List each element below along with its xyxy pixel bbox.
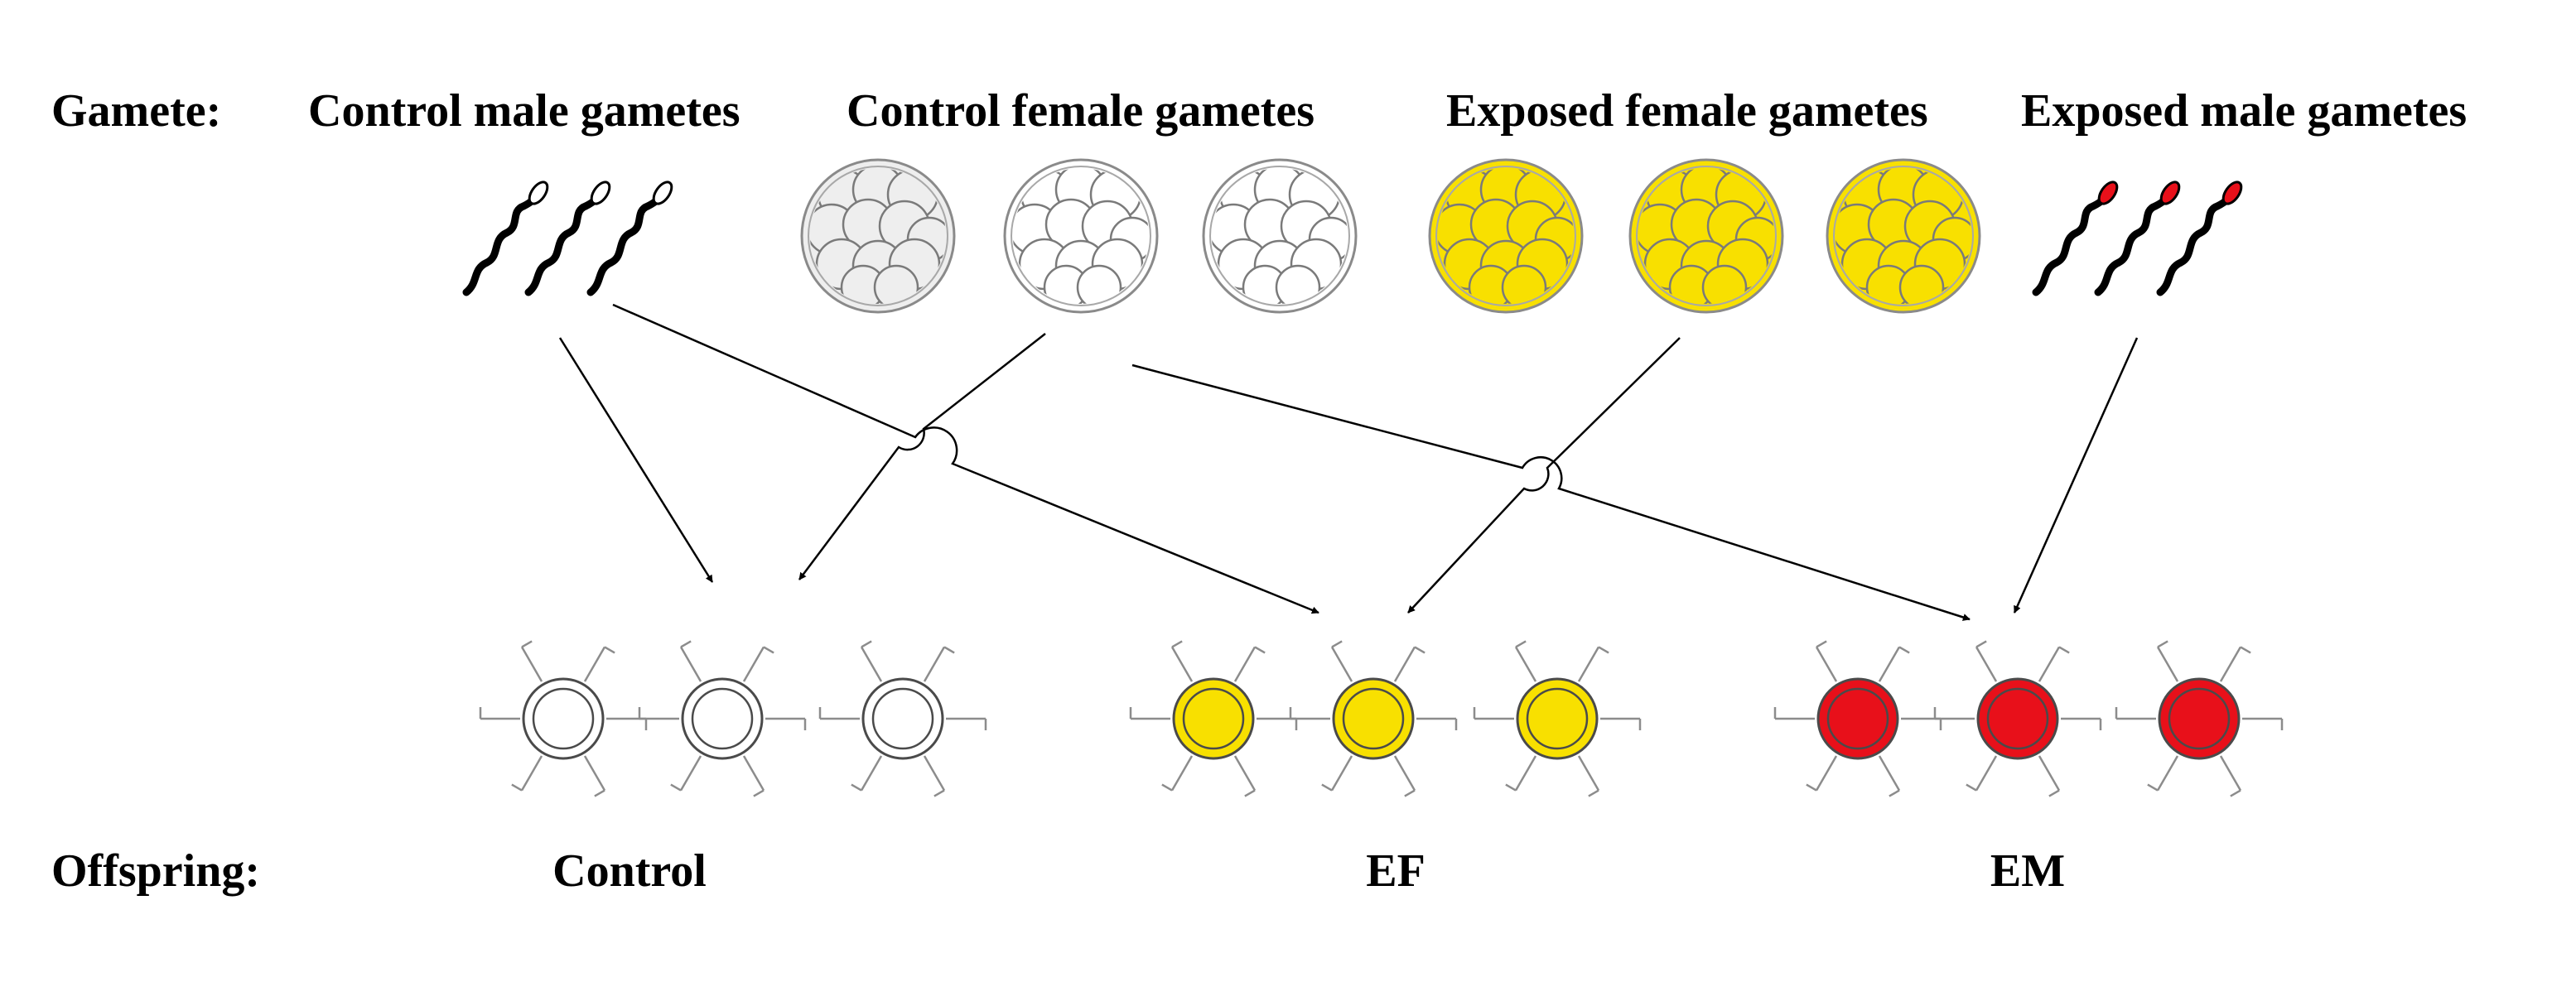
egg-exposed-female-2	[1628, 158, 1784, 314]
sperm-exposed-male-3	[2156, 181, 2243, 296]
offspring-ef-label: EF	[1366, 845, 1425, 897]
offspring-ef-3	[1473, 640, 1642, 797]
offspring-ef-1	[1129, 640, 1298, 797]
arrow-exposed-female-to-ef	[1407, 337, 1681, 614]
offspring-em-1	[1773, 640, 1942, 797]
sperm-control-male-2	[524, 181, 611, 296]
arrow-control-female-to-control	[798, 333, 1046, 580]
egg-control-female-3	[1202, 158, 1358, 314]
sperm-control-male-3	[586, 181, 673, 296]
offspring-embryos	[479, 640, 2284, 797]
offspring-em-2	[1933, 640, 2102, 797]
offspring-control-2	[638, 640, 807, 797]
offspring-em-3	[2115, 640, 2284, 797]
offspring-control-label: Control	[552, 845, 707, 897]
control-female-gametes-label: Control female gametes	[847, 85, 1315, 137]
offspring-control-3	[818, 640, 987, 797]
egg-gametes	[800, 158, 1981, 314]
sperm-exposed-male-2	[2094, 181, 2181, 296]
egg-control-female-2	[1003, 158, 1159, 314]
exposed-female-gametes-label: Exposed female gametes	[1446, 85, 1928, 137]
offspring-em-label: EM	[1990, 845, 2065, 897]
sperm-exposed-male-1	[2032, 181, 2119, 296]
egg-control-female-1	[800, 158, 956, 314]
sperm-gametes	[462, 181, 2243, 296]
offspring-control-1	[479, 640, 648, 797]
gamete-row-label: Gamete:	[51, 85, 221, 137]
arrow-exposed-male-to-em	[2013, 337, 2139, 614]
offspring-ef-2	[1289, 640, 1458, 797]
egg-exposed-female-1	[1428, 158, 1584, 314]
control-male-gametes-label: Control male gametes	[308, 85, 740, 137]
sperm-control-male-1	[462, 181, 549, 296]
arrow-control-male-to-control	[558, 337, 714, 583]
arrow-control-female-to-em	[1131, 363, 1971, 621]
cross-arrows	[558, 303, 2139, 621]
egg-exposed-female-3	[1826, 158, 1981, 314]
offspring-row-label: Offspring:	[51, 845, 260, 897]
exposed-male-gametes-label: Exposed male gametes	[2021, 85, 2467, 137]
arrow-control-male-to-ef	[612, 303, 1319, 614]
